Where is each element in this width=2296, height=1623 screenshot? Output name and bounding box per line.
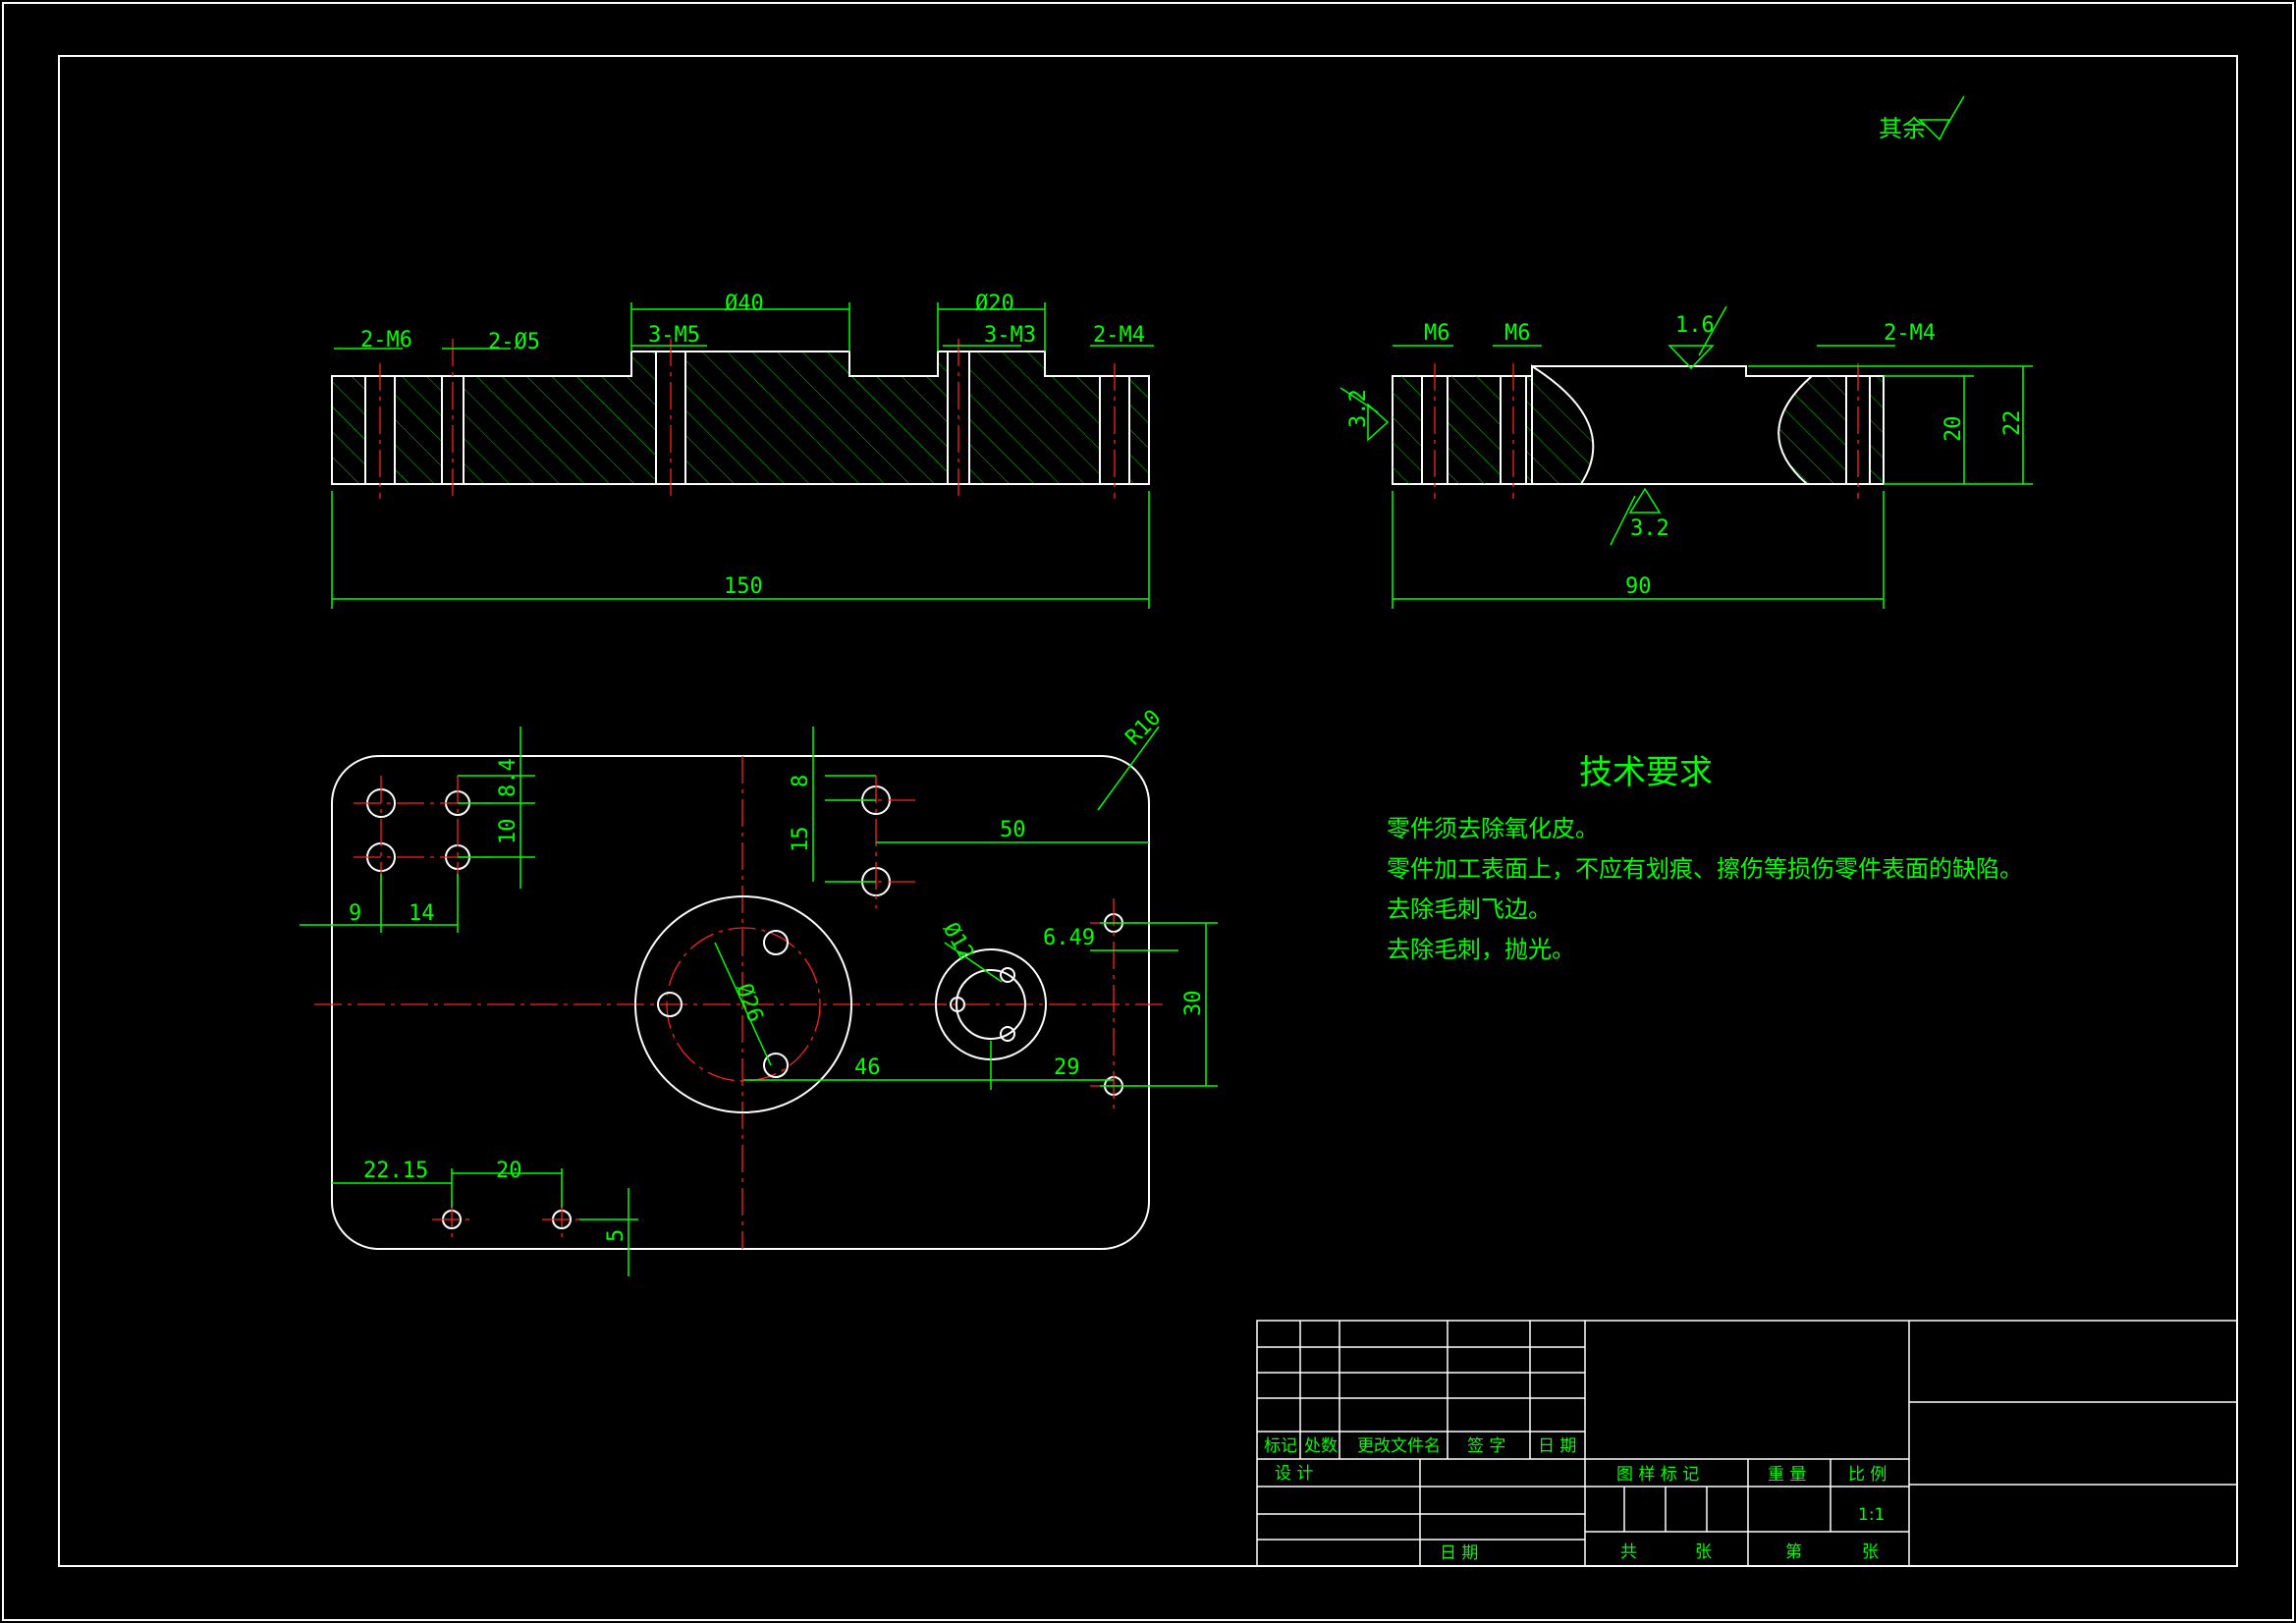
dim-14: 14 bbox=[409, 901, 435, 926]
dim-30: 30 bbox=[1181, 991, 1206, 1017]
side-view: M6 M6 2-M4 1.6 3.2 3.2 20 22 90 bbox=[1339, 305, 2033, 609]
roughness-left-3-2: 3.2 bbox=[1346, 389, 1371, 428]
dim-d20: Ø20 bbox=[975, 292, 1014, 316]
roughness-bottom-3-2: 3.2 bbox=[1630, 516, 1669, 541]
dim-2-m4: 2-M4 bbox=[1093, 323, 1145, 348]
tb-design: 设 计 bbox=[1275, 1464, 1313, 1484]
dim-height-22: 22 bbox=[2000, 410, 2025, 437]
technical-requirements: 技术要求 零件须去除氧化皮。 零件加工表面上，不应有划痕、擦伤等损伤零件表面的缺… bbox=[1387, 753, 2023, 963]
tb-header-doc: 更改文件名 bbox=[1357, 1436, 1441, 1456]
roughness-1-6: 1.6 bbox=[1675, 313, 1715, 338]
side-dim-m6-b: M6 bbox=[1504, 321, 1531, 346]
side-dim-2-m4: 2-M4 bbox=[1884, 321, 1936, 346]
tb-total-unit: 张 bbox=[1695, 1542, 1712, 1562]
dim-r10: R10 bbox=[1121, 705, 1167, 750]
tech-req-item-3: 去除毛刺飞边。 bbox=[1387, 895, 1552, 923]
tech-req-item-2: 零件加工表面上，不应有划痕、擦伤等损伤零件表面的缺陷。 bbox=[1387, 855, 2023, 883]
dim-5: 5 bbox=[604, 1229, 629, 1242]
dim-15: 15 bbox=[789, 827, 813, 853]
tech-req-title: 技术要求 bbox=[1579, 753, 1713, 792]
tb-header-count: 处数 bbox=[1304, 1436, 1338, 1456]
tech-req-item-1: 零件须去除氧化皮。 bbox=[1387, 815, 1599, 842]
tb-weight: 重 量 bbox=[1768, 1465, 1806, 1485]
tb-drawing-mark: 图 样 标 记 bbox=[1616, 1465, 1699, 1485]
dim-20: 20 bbox=[496, 1159, 522, 1183]
dim-50: 50 bbox=[1000, 818, 1026, 842]
dim-length-150: 150 bbox=[724, 574, 763, 599]
dim-2-d5: 2-Ø5 bbox=[488, 330, 540, 354]
dim-d12: Ø12 bbox=[938, 919, 979, 965]
dim-8: 8 bbox=[789, 775, 813, 787]
roughness-note-label: 其余 bbox=[1879, 115, 1926, 142]
plan-view: 8.4 10 9 14 8 15 50 R10 Ø12 6.49 Ø26 46 … bbox=[300, 705, 1218, 1276]
dim-d26: Ø26 bbox=[731, 981, 767, 1026]
tb-sheet: 第 bbox=[1785, 1542, 1802, 1562]
dim-3-m3: 3-M3 bbox=[984, 323, 1036, 348]
inner-frame bbox=[58, 55, 2238, 1567]
tb-sheet-unit: 张 bbox=[1862, 1542, 1879, 1562]
dim-46: 46 bbox=[854, 1055, 881, 1080]
tb-header-mark: 标记 bbox=[1264, 1436, 1297, 1456]
dim-22-15: 22.15 bbox=[363, 1159, 428, 1183]
tech-req-item-4: 去除毛刺，抛光。 bbox=[1387, 936, 1575, 963]
dim-width-90: 90 bbox=[1625, 574, 1652, 599]
tb-date: 日 期 bbox=[1440, 1543, 1478, 1563]
title-block bbox=[1256, 1320, 2238, 1567]
dim-8-4: 8.4 bbox=[496, 758, 520, 797]
dim-6-49: 6.49 bbox=[1043, 926, 1095, 950]
dim-9: 9 bbox=[349, 901, 361, 926]
title-block-text: 标记 处数 更改文件名 签 字 日 期 设 计 日 期 图 样 标 记 重 量 … bbox=[1264, 1436, 1886, 1563]
roughness-note: 其余 bbox=[1879, 95, 1965, 142]
front-view: 2-M6 2-Ø5 3-M5 Ø40 Ø20 3-M3 2-M4 150 bbox=[331, 292, 1154, 609]
tb-header-date: 日 期 bbox=[1538, 1436, 1576, 1456]
tb-total: 共 bbox=[1620, 1542, 1637, 1562]
side-dim-m6-a: M6 bbox=[1424, 321, 1450, 346]
dim-d40: Ø40 bbox=[725, 292, 764, 316]
dim-height-20: 20 bbox=[1941, 416, 1966, 443]
dim-2-m6: 2-M6 bbox=[360, 328, 412, 352]
dim-10: 10 bbox=[496, 819, 520, 845]
tb-scale: 1:1 bbox=[1858, 1505, 1885, 1525]
dim-29: 29 bbox=[1054, 1055, 1080, 1080]
tb-header-sign: 签 字 bbox=[1467, 1436, 1505, 1456]
tb-scale-label: 比 例 bbox=[1848, 1465, 1886, 1485]
dim-3-m5: 3-M5 bbox=[648, 323, 700, 348]
